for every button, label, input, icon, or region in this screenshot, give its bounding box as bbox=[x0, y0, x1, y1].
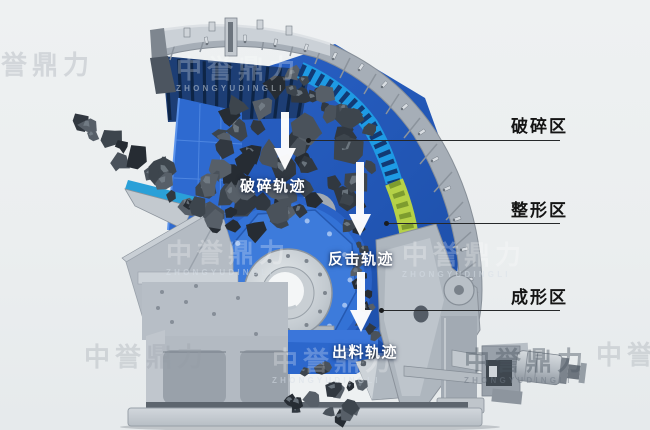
label-forming-zone: 成形区 bbox=[511, 288, 568, 307]
base-frame bbox=[146, 330, 290, 406]
label-crushing-zone: 破碎区 bbox=[511, 117, 568, 136]
label-crushing-trajectory: 破碎轨迹 bbox=[240, 178, 307, 195]
base-skid bbox=[127, 407, 483, 427]
leader-line bbox=[386, 223, 560, 224]
leader-line bbox=[308, 140, 560, 141]
leader-line bbox=[381, 310, 560, 311]
down-arrow-icon bbox=[274, 112, 296, 170]
down-arrow-icon bbox=[349, 162, 371, 236]
leader-dot bbox=[306, 138, 311, 143]
discharge-chute bbox=[288, 330, 399, 406]
label-shaping-zone: 整形区 bbox=[511, 201, 568, 220]
leader-dot bbox=[379, 308, 384, 313]
rock-material bbox=[72, 64, 382, 428]
down-arrow-icon bbox=[350, 272, 372, 332]
label-impact-trajectory: 反击轨迹 bbox=[328, 251, 395, 268]
left-frame bbox=[121, 207, 288, 352]
hydraulic-adjuster bbox=[403, 342, 587, 405]
label-discharge-trajectory: 出料轨迹 bbox=[332, 344, 399, 361]
feed-chute bbox=[125, 180, 200, 207]
leader-dot bbox=[384, 221, 389, 226]
